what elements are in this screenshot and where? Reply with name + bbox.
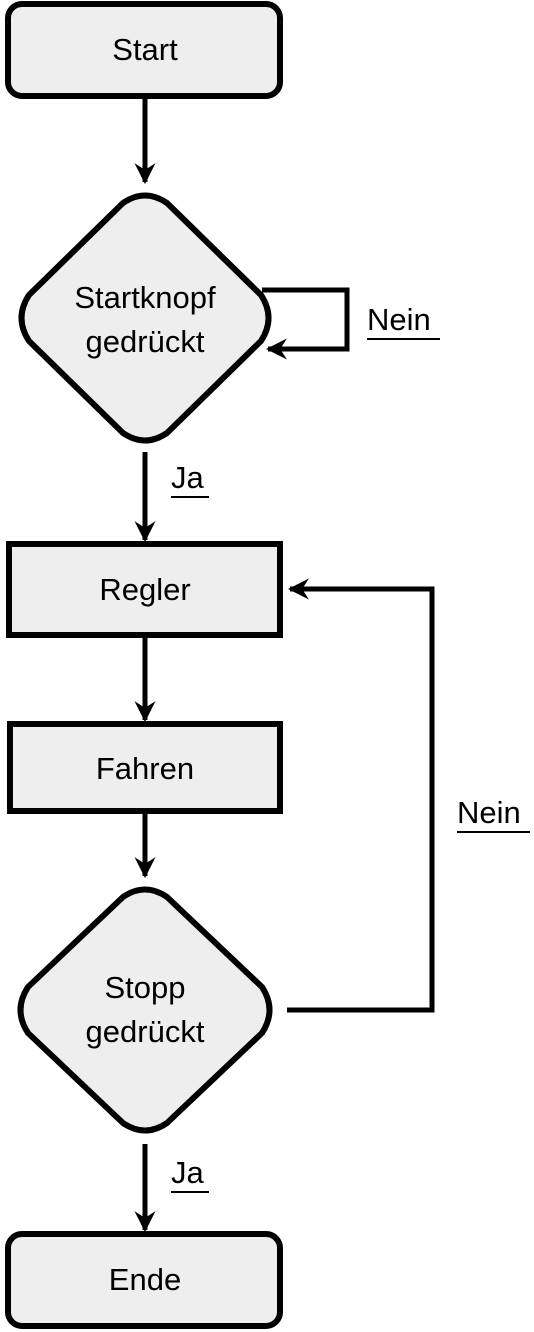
edge-label-stopp-yes-text: Ja bbox=[171, 1155, 205, 1190]
start-node-label: Start bbox=[112, 32, 178, 67]
ende-node: Ende bbox=[5, 1231, 283, 1329]
fahren-node: Fahren bbox=[7, 721, 283, 814]
regler-node: Regler bbox=[6, 541, 283, 638]
edge-label-startknopf-yes: Ja bbox=[171, 460, 209, 498]
edge-label-stopp-no: Nein bbox=[457, 795, 530, 833]
ende-node-label: Ende bbox=[109, 1262, 181, 1297]
edge-label-startknopf-yes-text: Ja bbox=[171, 460, 205, 495]
start-node: Start bbox=[5, 1, 283, 99]
edge-stopp-no-loop bbox=[287, 578, 435, 1013]
decision-startknopf: Startknopf gedrückt bbox=[18, 192, 272, 444]
decision-stopp-label-line1: Stopp bbox=[104, 970, 185, 1005]
decision-stopp: Stopp gedrückt bbox=[17, 886, 273, 1134]
decision-stopp-shape bbox=[17, 886, 273, 1134]
edge-label-stopp-no-text: Nein bbox=[457, 795, 521, 830]
edge-label-startknopf-no: Nein bbox=[367, 302, 440, 340]
decision-startknopf-label-line2: gedrückt bbox=[86, 324, 205, 359]
edge-startknopf-no-loop bbox=[262, 287, 350, 360]
decision-startknopf-label-line1: Startknopf bbox=[74, 280, 216, 315]
ende-node-shape bbox=[5, 1231, 283, 1329]
decision-stopp-label-line2: gedrückt bbox=[86, 1014, 205, 1049]
fahren-node-label: Fahren bbox=[96, 751, 194, 786]
edge-label-startknopf-no-text: Nein bbox=[367, 302, 431, 337]
edge-label-stopp-yes: Ja bbox=[171, 1155, 209, 1193]
regler-node-label: Regler bbox=[99, 572, 190, 607]
decision-startknopf-shape bbox=[18, 192, 272, 444]
